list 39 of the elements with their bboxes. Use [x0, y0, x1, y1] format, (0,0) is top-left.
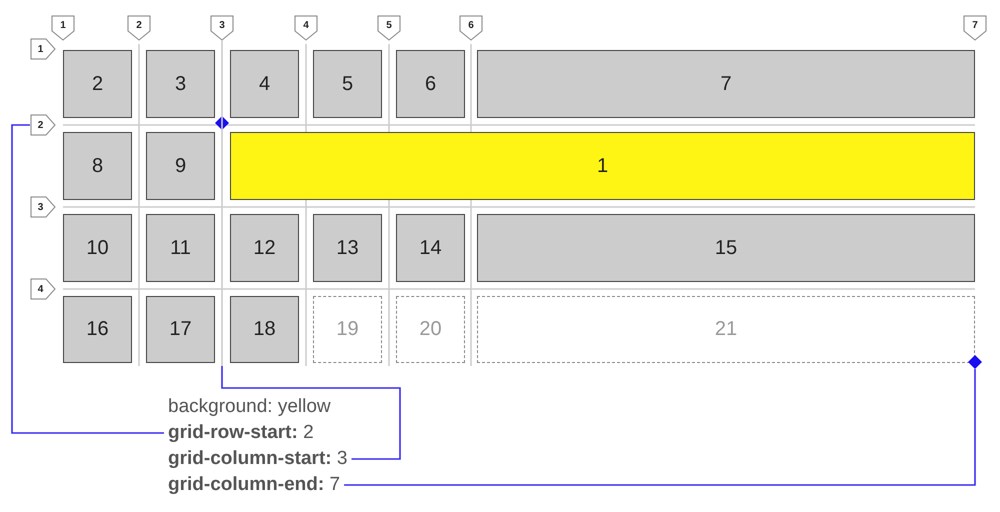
- grid-line-number: 4: [38, 284, 44, 294]
- css-property-text: grid-column-end: 7: [168, 473, 340, 497]
- css-property-text: grid-column-start: 3: [168, 447, 348, 471]
- grid-item: 16: [63, 296, 132, 363]
- empty-grid-cell: 21: [477, 296, 975, 363]
- leader-line: [344, 369, 976, 486]
- grid-line-number: 4: [303, 20, 309, 30]
- grid-item: 3: [146, 50, 215, 118]
- grid-item: 4: [230, 50, 299, 118]
- empty-grid-cell: 19: [313, 296, 382, 363]
- grid-item: 9: [146, 132, 215, 200]
- grid-item: 2: [63, 50, 132, 118]
- grid-line-number: 1: [60, 20, 66, 30]
- grid-line-number: 7: [972, 20, 978, 30]
- grid-item: 10: [63, 214, 132, 282]
- grid-item: 15: [477, 214, 975, 282]
- leader-line: [11, 124, 164, 434]
- grid-item: 12: [230, 214, 299, 282]
- grid-line-number: 6: [468, 20, 474, 30]
- grid-line-number: 3: [38, 202, 44, 212]
- grid-item: 7: [477, 50, 975, 118]
- css-property-text: grid-row-start: 2: [168, 421, 314, 445]
- grid-line-number: 2: [38, 120, 44, 130]
- css-property-text: background: yellow: [168, 396, 331, 417]
- grid-item: 5: [313, 50, 382, 118]
- grid-line-number: 2: [136, 20, 142, 30]
- grid-line-number: 3: [219, 20, 225, 30]
- grid-item: 14: [396, 214, 465, 282]
- empty-grid-cell: 20: [396, 296, 465, 363]
- grid-item: 18: [230, 296, 299, 363]
- grid-item: 8: [63, 132, 132, 200]
- grid-item: 6: [396, 50, 465, 118]
- grid-line-number: 5: [386, 20, 392, 30]
- grid-line-number: 1: [38, 44, 44, 54]
- grid-item: 13: [313, 214, 382, 282]
- highlighted-grid-item: 1: [230, 132, 975, 200]
- grid-item: 17: [146, 296, 215, 363]
- grid-item: 11: [146, 214, 215, 282]
- leader-line: [221, 40, 401, 460]
